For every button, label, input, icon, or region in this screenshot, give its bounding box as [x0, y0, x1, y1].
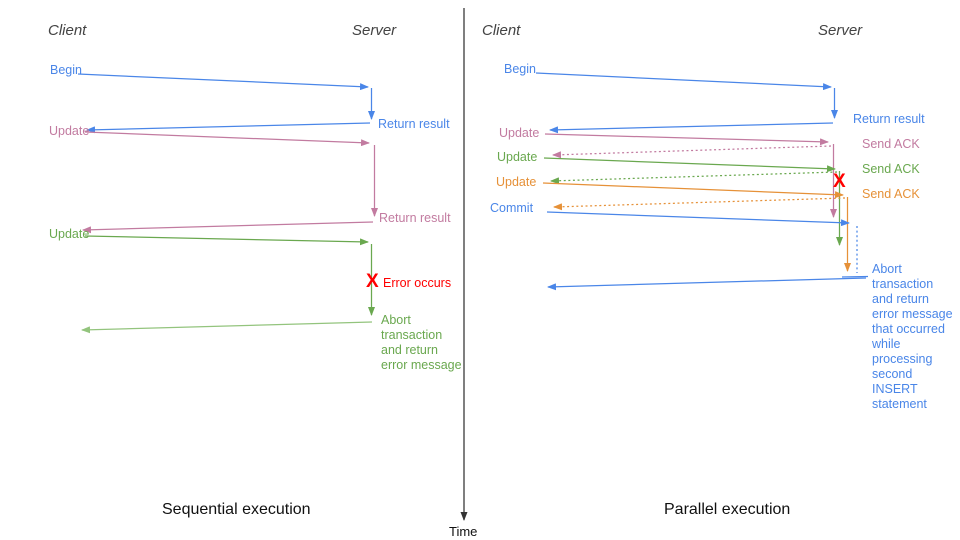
left-panel-title: Sequential execution	[162, 501, 311, 518]
left-return-result-arrow-1	[86, 122, 371, 134]
right-commit-request-arrow	[546, 211, 850, 227]
right-server-label: Server	[818, 22, 863, 39]
right-commit-label: Commit	[490, 201, 534, 215]
left-abort-return-arrow	[81, 321, 373, 334]
left-return-result-arrow-2	[82, 221, 374, 234]
right-update3-label: Update	[496, 175, 537, 189]
left-begin-label: Begin	[50, 63, 82, 77]
right-ack2-arrow	[550, 171, 838, 185]
right-send-ack-label-2: Send ACK	[862, 162, 920, 176]
right-ack3-arrow	[553, 197, 846, 211]
right-abort-return-arrow	[547, 277, 867, 291]
right-begin-label: Begin	[504, 62, 536, 76]
left-update1-request-arrow	[84, 131, 370, 147]
right-update2-request-arrow	[543, 157, 836, 173]
right-update3-request-arrow	[542, 182, 844, 199]
right-update2-label: Update	[497, 150, 538, 164]
left-update1-label: Update	[49, 124, 90, 138]
left-server-label: Server	[352, 22, 397, 39]
right-client-label: Client	[482, 22, 521, 39]
left-client-label: Client	[48, 22, 87, 39]
left-error-occurs-label: Error occurs	[383, 276, 452, 290]
right-update1-request-arrow	[544, 133, 829, 146]
time-axis-label: Time	[449, 524, 478, 539]
right-update1-label: Update	[499, 126, 540, 140]
left-begin-request-arrow	[77, 73, 369, 91]
right-abort-tick-line	[841, 275, 869, 278]
right-abort-message-label: Abort transaction and return error messa…	[872, 262, 953, 411]
right-return-result-label: Return result	[853, 112, 925, 126]
right-panel-title: Parallel execution	[664, 501, 791, 518]
right-begin-request-arrow	[535, 72, 832, 91]
right-send-ack-label-3: Send ACK	[862, 187, 920, 201]
left-update2-label: Update	[49, 227, 90, 241]
left-return-result-label-1: Return result	[378, 117, 450, 131]
left-update2-request-arrow	[84, 235, 369, 246]
right-error-x-icon: X	[833, 171, 846, 192]
left-abort-message-label: Abort transaction and return error messa…	[381, 313, 462, 372]
left-error-x-icon: X	[366, 271, 379, 292]
right-return-result-arrow	[549, 122, 834, 134]
right-ack1-arrow	[552, 145, 832, 159]
right-send-ack-label-1: Send ACK	[862, 137, 920, 151]
left-return-result-label-2: Return result	[379, 211, 451, 225]
